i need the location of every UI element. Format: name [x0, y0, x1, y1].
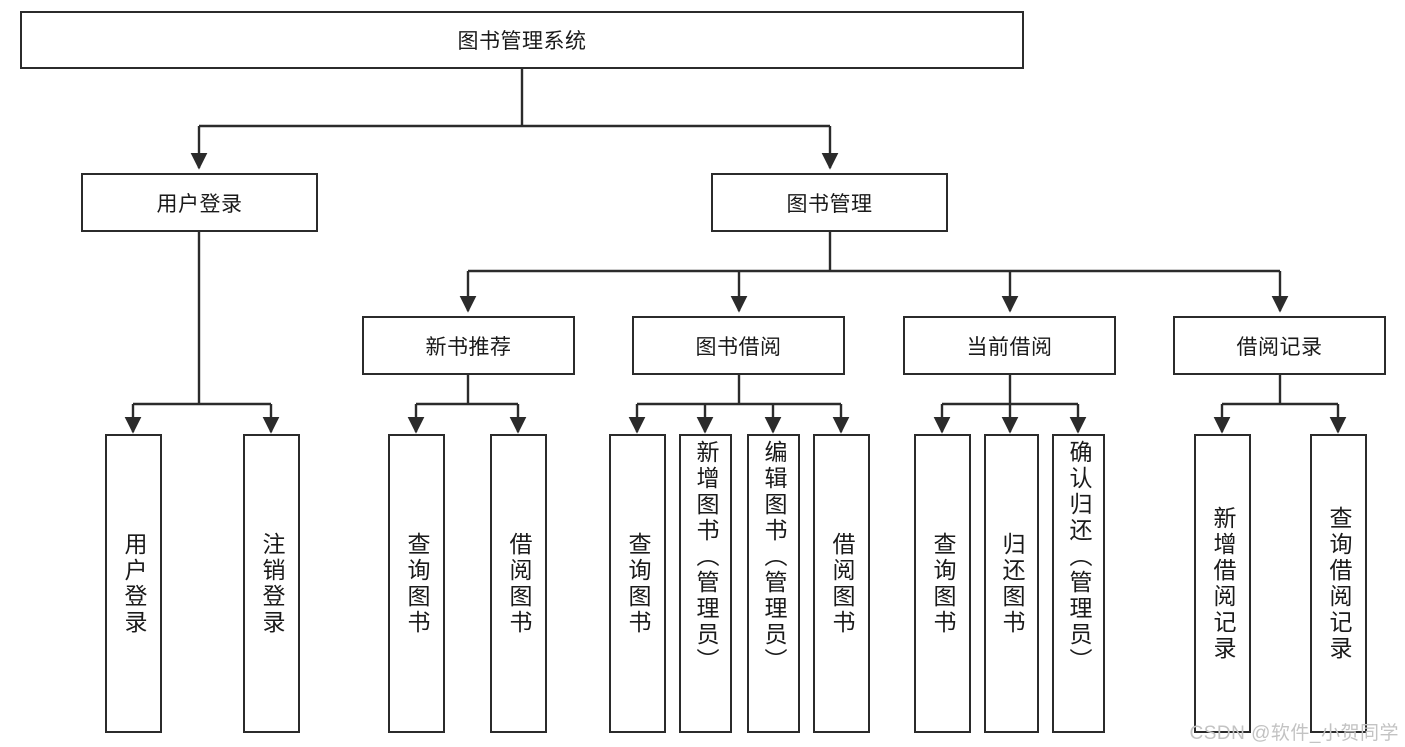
leaf-current-borrow-2-label: 归还图书: [999, 531, 1025, 636]
leaf-book-borrow-1[interactable]: 查询图书: [609, 434, 666, 733]
leaf-new-book-1-label: 查询图书: [404, 531, 430, 636]
node-book-management[interactable]: 图书管理: [711, 173, 948, 232]
node-book-borrow-label: 图书借阅: [695, 335, 782, 359]
leaf-book-borrow-2[interactable]: 新增图书（管理员）: [679, 434, 732, 733]
leaf-new-book-2-label: 借阅图书: [506, 531, 532, 636]
leaf-user-login-2-label: 注销登录: [259, 531, 285, 636]
leaf-borrow-record-1-label: 新增借阅记录: [1210, 505, 1236, 662]
node-new-book-recommend-label: 新书推荐: [425, 335, 512, 359]
leaf-user-login-1[interactable]: 用户登录: [105, 434, 162, 733]
node-root[interactable]: 图书管理系统: [20, 11, 1024, 69]
node-user-login-label: 用户登录: [156, 192, 243, 216]
node-book-borrow[interactable]: 图书借阅: [632, 316, 845, 375]
node-current-borrow-label: 当前借阅: [966, 335, 1053, 359]
node-user-login[interactable]: 用户登录: [81, 173, 318, 232]
leaf-current-borrow-3-label: 确认归还（管理员）: [1066, 440, 1092, 674]
node-current-borrow[interactable]: 当前借阅: [903, 316, 1116, 375]
leaf-book-borrow-3[interactable]: 编辑图书（管理员）: [747, 434, 800, 733]
leaf-current-borrow-1[interactable]: 查询图书: [914, 434, 971, 733]
leaf-book-borrow-2-label: 新增图书（管理员）: [693, 440, 719, 674]
watermark-text: CSDN @软件_小贺同学: [1189, 723, 1399, 744]
leaf-new-book-2[interactable]: 借阅图书: [490, 434, 547, 733]
leaf-user-login-2[interactable]: 注销登录: [243, 434, 300, 733]
leaf-current-borrow-1-label: 查询图书: [930, 531, 956, 636]
leaf-borrow-record-2[interactable]: 查询借阅记录: [1310, 434, 1367, 733]
leaf-book-borrow-3-label: 编辑图书（管理员）: [761, 440, 787, 674]
leaf-book-borrow-1-label: 查询图书: [625, 531, 651, 636]
leaf-current-borrow-3[interactable]: 确认归还（管理员）: [1052, 434, 1105, 733]
leaf-borrow-record-2-label: 查询借阅记录: [1326, 505, 1352, 662]
leaf-borrow-record-1[interactable]: 新增借阅记录: [1194, 434, 1251, 733]
leaf-user-login-1-label: 用户登录: [121, 531, 147, 636]
node-book-management-label: 图书管理: [786, 192, 873, 216]
node-borrow-record[interactable]: 借阅记录: [1173, 316, 1386, 375]
leaf-new-book-1[interactable]: 查询图书: [388, 434, 445, 733]
node-new-book-recommend[interactable]: 新书推荐: [362, 316, 575, 375]
leaf-book-borrow-4[interactable]: 借阅图书: [813, 434, 870, 733]
node-borrow-record-label: 借阅记录: [1236, 335, 1323, 359]
node-root-label: 图书管理系统: [457, 30, 587, 53]
leaf-current-borrow-2[interactable]: 归还图书: [984, 434, 1039, 733]
leaf-book-borrow-4-label: 借阅图书: [829, 531, 855, 636]
